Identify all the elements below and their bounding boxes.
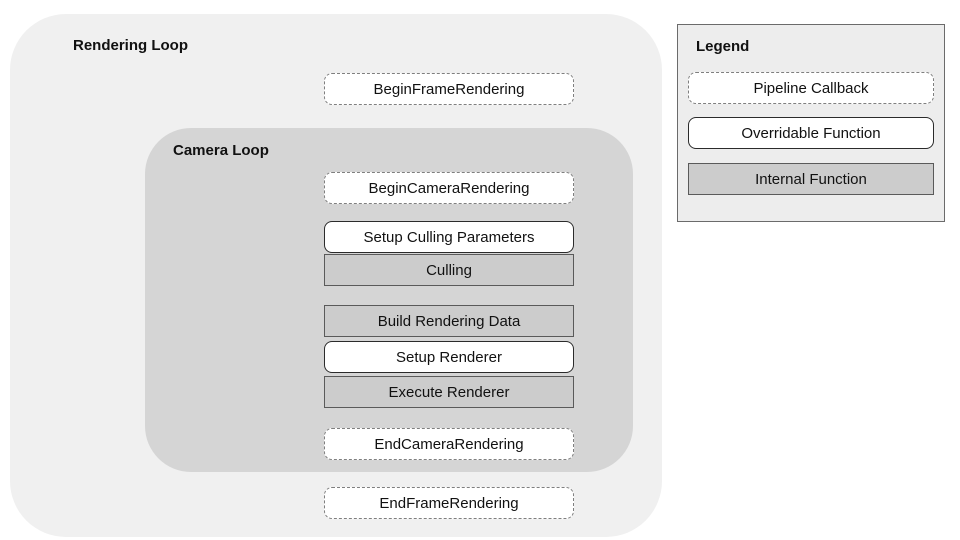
- node-begin-camera-rendering: BeginCameraRendering: [324, 172, 574, 204]
- node-culling: Culling: [324, 254, 574, 286]
- node-end-camera-rendering: EndCameraRendering: [324, 428, 574, 460]
- node-build-rendering-data: Build Rendering Data: [324, 305, 574, 337]
- node-begin-frame-rendering: BeginFrameRendering: [324, 73, 574, 105]
- legend-title: Legend: [696, 38, 750, 55]
- camera-loop-container: Camera Loop BeginCameraRendering Setup C…: [145, 128, 633, 472]
- legend-item-pipeline-callback: Pipeline Callback: [688, 72, 934, 104]
- node-execute-renderer: Execute Renderer: [324, 376, 574, 408]
- node-setup-renderer: Setup Renderer: [324, 341, 574, 373]
- node-end-frame-rendering: EndFrameRendering: [324, 487, 574, 519]
- camera-loop-label: Camera Loop: [173, 142, 269, 159]
- rendering-loop-label: Rendering Loop: [73, 37, 188, 54]
- node-setup-culling-parameters: Setup Culling Parameters: [324, 221, 574, 253]
- rendering-loop-container: Rendering Loop BeginFrameRendering Camer…: [10, 14, 662, 537]
- legend-item-overridable-function: Overridable Function: [688, 117, 934, 149]
- legend-panel: Legend Pipeline Callback Overridable Fun…: [677, 24, 945, 222]
- legend-item-internal-function: Internal Function: [688, 163, 934, 195]
